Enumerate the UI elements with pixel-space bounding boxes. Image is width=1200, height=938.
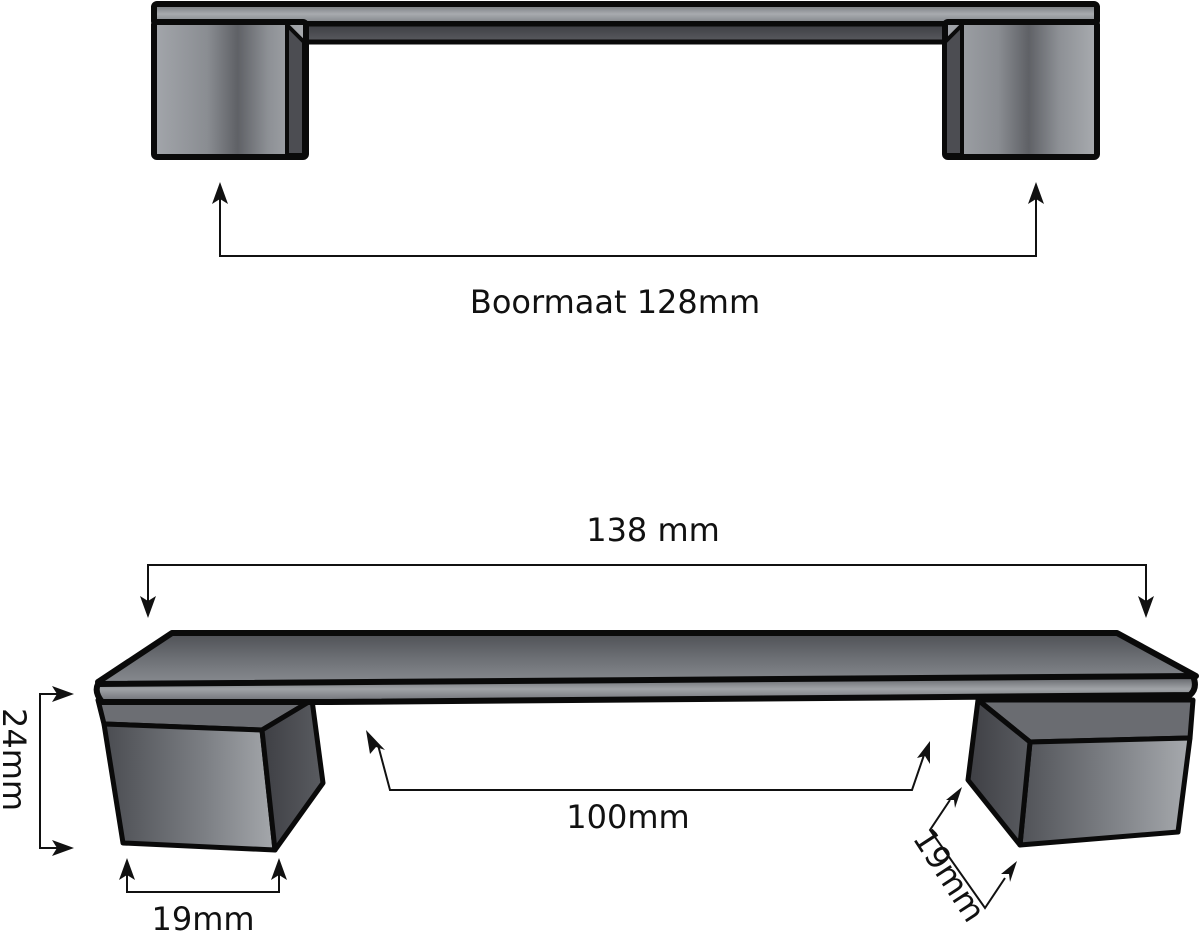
height-dimension [39,686,74,856]
arrow-up-icon [119,858,135,880]
foot-width-label: 19mm [151,900,254,938]
arrow-up-icon [1028,182,1044,204]
perspective-right-foot [965,697,1196,848]
hole-spacing-dimension [212,182,1044,257]
top-view: Boormaat 128mm [151,1,1100,321]
inner-gap-dimension [366,730,930,791]
foot-width-dimension [119,858,287,893]
arrow-right-icon [52,840,74,856]
top-view-left-foot [151,19,309,160]
height-label: 24mm [0,708,33,811]
arrow-up-right-icon [1001,861,1017,882]
overall-length-dimension [140,564,1154,618]
perspective-left-foot [95,697,326,853]
arrow-up-right-icon [946,787,962,808]
arrow-up-right-icon [917,741,930,764]
arrow-up-icon [212,182,228,204]
hole-spacing-label: Boormaat 128mm [470,283,760,321]
perspective-view: 138 mm 24mm [0,511,1199,938]
top-view-right-foot [942,19,1100,160]
inner-gap-label: 100mm [566,798,689,836]
foot-depth-label: 19mm [905,822,993,929]
arrow-up-icon [271,858,287,880]
overall-length-label: 138 mm [586,511,720,549]
arrow-up-left-icon [366,730,385,754]
top-view-inner-rail [284,21,963,45]
handle-front-edge [93,673,1198,705]
arrow-down-icon [140,596,156,618]
foot-depth-dimension [928,787,1017,910]
arrow-right-icon [52,686,74,702]
arrow-down-icon [1138,596,1154,618]
